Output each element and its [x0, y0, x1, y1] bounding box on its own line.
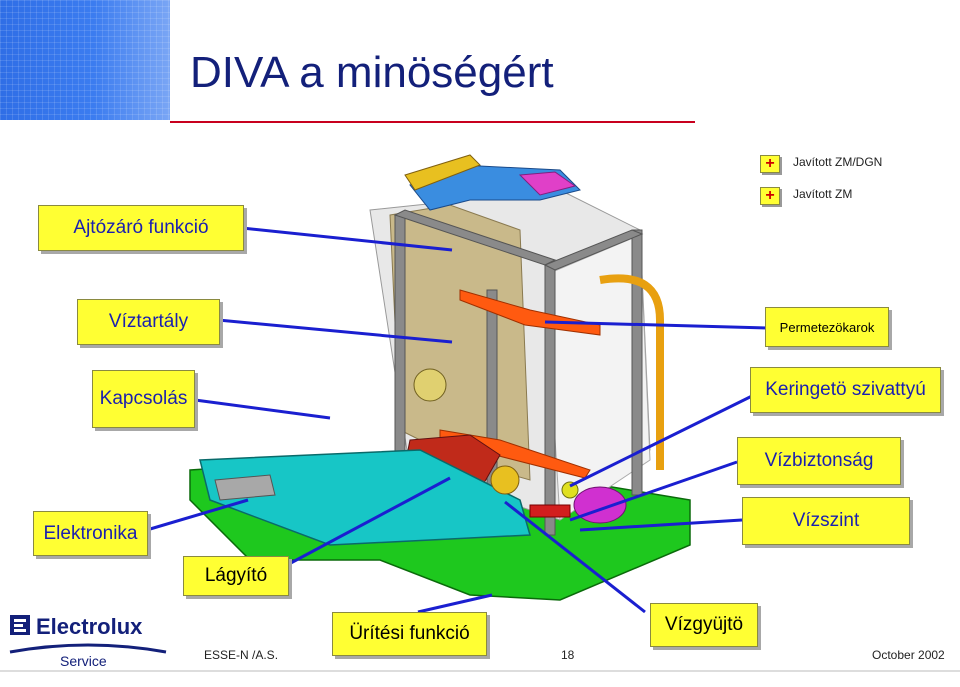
legend-label-zm-dgn: Javított ZM/DGN	[793, 155, 883, 169]
legend-plus-marker: +	[760, 155, 780, 173]
callout-lagyito: Lágyító	[183, 556, 289, 596]
logo-brand-text: Electrolux	[36, 614, 143, 639]
legend-label-zm: Javított ZM	[793, 187, 853, 201]
footer-left: ESSE-N /A.S.	[204, 648, 279, 662]
callout-elektronika: Elektronika	[33, 511, 148, 556]
logo-sub-text: Service	[60, 653, 107, 669]
callout-vizgyujto: Vízgyüjtö	[650, 603, 758, 647]
electrolux-logo: Electrolux Service	[8, 612, 168, 672]
callout-permetezokarok: Permetezökarok	[765, 307, 889, 347]
page-title: DIVA a minöségért	[190, 48, 554, 97]
header-decoration	[0, 0, 170, 120]
legend-plus-marker: +	[760, 187, 780, 205]
callout-kapcsolas: Kapcsolás	[92, 370, 195, 428]
callout-keringeto-szivattyu: Keringetö szivattyú	[750, 367, 941, 413]
callout-vizbiztonsag: Vízbiztonság	[737, 437, 901, 485]
callout-uritesi-funkcio: Ürítési funkció	[332, 612, 487, 656]
callout-viztartaly: Víztartály	[77, 299, 220, 345]
title-underline	[170, 121, 695, 123]
callout-vizszint: Vízszint	[742, 497, 910, 545]
callout-ajtozaro-funkcio: Ajtózáró funkció	[38, 205, 244, 251]
footer-divider	[0, 670, 960, 672]
electrolux-e-icon: Electrolux Service	[9, 614, 167, 669]
footer-date: October 2002	[872, 648, 945, 662]
page-number: 18	[561, 648, 575, 662]
